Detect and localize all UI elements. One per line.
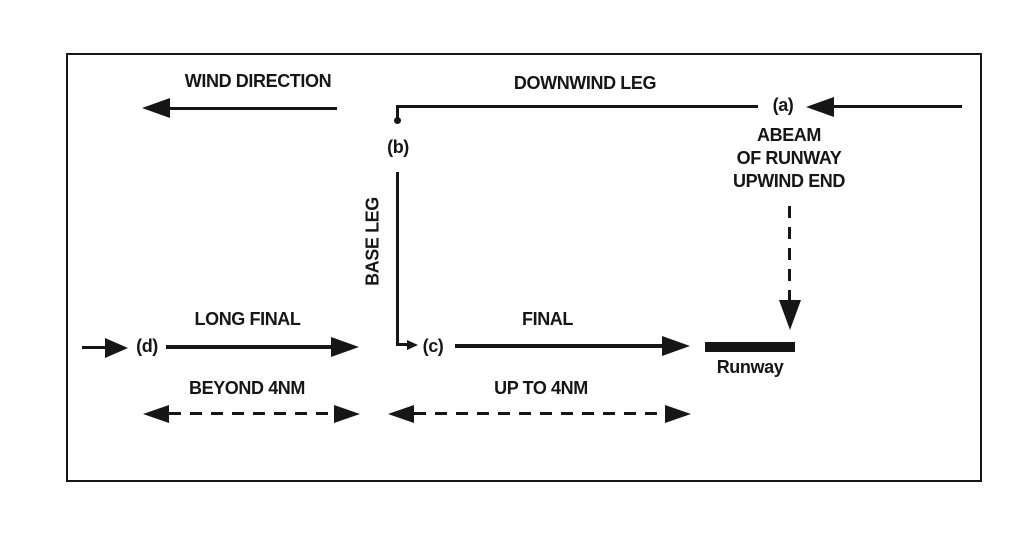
base-leg-line: [396, 172, 399, 345]
stub-end-dot: [394, 117, 401, 124]
long-final-line: [166, 345, 332, 349]
diagram-border: [66, 53, 982, 482]
base-leg-hook: [396, 343, 408, 346]
downwind-entry-line: [832, 105, 962, 108]
final-arrowhead-icon: [662, 336, 690, 356]
abeam-pointer-dashed-line: [788, 206, 791, 302]
runway-label: Runway: [716, 357, 784, 377]
abeam-note: ABEAM OF RUNWAY UPWIND END: [708, 124, 870, 193]
entry-arrow-line: [82, 346, 106, 349]
final-label: FINAL: [522, 309, 573, 329]
point-b-label: (b): [387, 137, 409, 157]
base-leg-arrowhead-icon: [407, 340, 418, 350]
up-to-4nm-label: UP TO 4NM: [494, 378, 588, 398]
wind-direction-arrowhead-icon: [142, 98, 170, 118]
downwind-leg-label: DOWNWIND LEG: [513, 73, 657, 93]
beyond-4nm-left-arrowhead-icon: [143, 405, 169, 423]
up-to-4nm-left-arrowhead-icon: [388, 405, 414, 423]
runway-bar: [705, 342, 795, 352]
wind-direction-line: [168, 107, 337, 110]
beyond-4nm-dashed-line: [169, 412, 333, 415]
point-d-label: (d): [136, 336, 158, 356]
up-to-4nm-right-arrowhead-icon: [665, 405, 691, 423]
final-line: [455, 344, 663, 348]
base-leg-label: BASE LEG: [362, 197, 383, 286]
abeam-note-line2: OF RUNWAY: [736, 148, 842, 168]
abeam-pointer-arrowhead-icon: [779, 300, 801, 330]
downwind-arrowhead-icon: [806, 97, 834, 117]
long-final-label: LONG FINAL: [194, 309, 301, 329]
beyond-4nm-right-arrowhead-icon: [334, 405, 360, 423]
downwind-leg-line: [398, 105, 758, 108]
long-final-arrowhead-icon: [331, 337, 359, 357]
entry-arrowhead-icon: [105, 338, 128, 358]
downwind-to-base-stub: [396, 105, 399, 122]
point-a-label: (a): [772, 95, 794, 115]
up-to-4nm-dashed-line: [414, 412, 664, 415]
abeam-note-line1: ABEAM: [757, 125, 821, 145]
point-c-label: (c): [422, 336, 444, 356]
wind-direction-label: WIND DIRECTION: [184, 71, 332, 91]
beyond-4nm-label: BEYOND 4NM: [188, 378, 305, 398]
abeam-note-line3: UPWIND END: [733, 171, 845, 191]
